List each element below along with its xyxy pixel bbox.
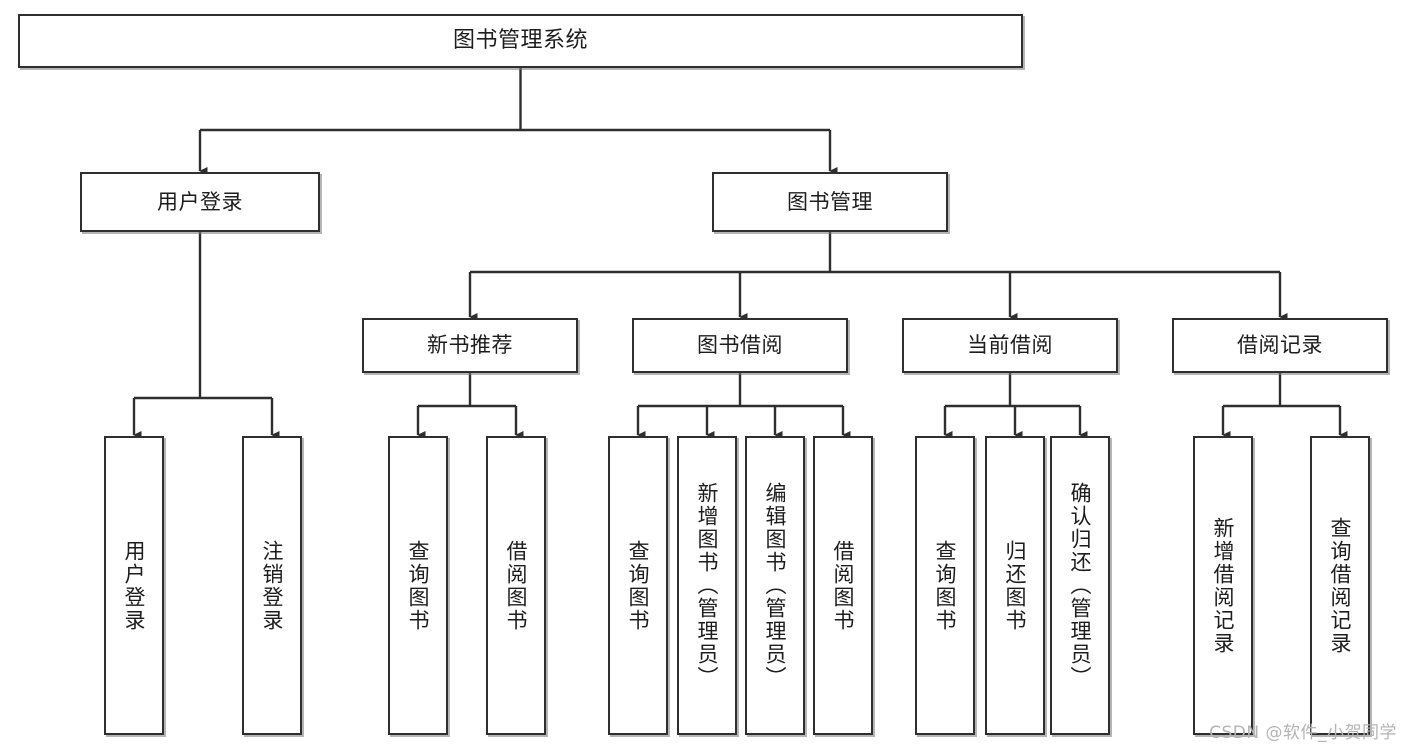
node-leaf-cur-query[interactable]: 查询图书 — [915, 436, 975, 735]
node-label: 图书管理系统 — [452, 28, 588, 54]
node-label: 图书借阅 — [697, 333, 783, 358]
watermark-text: CSDN @软件_小贺同学 — [1209, 723, 1397, 743]
node-label: 借阅图书 — [831, 539, 856, 632]
node-leaf-borrow-query[interactable]: 查询图书 — [608, 436, 668, 735]
node-user-login[interactable]: 用户登录 — [80, 172, 320, 232]
node-label: 确认归还（管理员） — [1068, 482, 1093, 689]
node-label: 当前借阅 — [967, 333, 1053, 358]
node-leaf-cur-return[interactable]: 归还图书 — [985, 436, 1045, 735]
node-label: 用户登录 — [157, 189, 243, 214]
node-book-borrow[interactable]: 图书借阅 — [632, 318, 848, 373]
node-borrow-record[interactable]: 借阅记录 — [1172, 318, 1388, 373]
node-label: 新增图书（管理员） — [695, 482, 720, 689]
node-leaf-rec-borrow[interactable]: 借阅图书 — [486, 436, 546, 735]
node-label: 借阅图书 — [504, 539, 529, 632]
node-leaf-user-logout[interactable]: 注销登录 — [242, 436, 302, 735]
node-label: 查询图书 — [406, 539, 431, 632]
node-current-borrow[interactable]: 当前借阅 — [902, 318, 1118, 373]
node-leaf-rec-add[interactable]: 新增借阅记录 — [1193, 436, 1253, 735]
node-label: 用户登录 — [122, 539, 147, 632]
node-root[interactable]: 图书管理系统 — [18, 14, 1023, 68]
node-label: 编辑图书（管理员） — [763, 482, 788, 689]
node-leaf-user-login[interactable]: 用户登录 — [104, 436, 164, 735]
node-leaf-cur-confirm[interactable]: 确认归还（管理员） — [1050, 436, 1110, 735]
node-leaf-borrow-add[interactable]: 新增图书（管理员） — [677, 436, 737, 735]
node-book-manage[interactable]: 图书管理 — [712, 172, 948, 232]
node-label: 归还图书 — [1003, 539, 1028, 632]
node-label: 新增借阅记录 — [1211, 516, 1236, 655]
node-leaf-borrow-lend[interactable]: 借阅图书 — [813, 436, 873, 735]
node-label: 新书推荐 — [427, 333, 513, 358]
node-label: 查询图书 — [933, 539, 958, 632]
node-new-book-rec[interactable]: 新书推荐 — [362, 318, 578, 373]
node-label: 借阅记录 — [1237, 333, 1323, 358]
node-leaf-rec-search[interactable]: 查询借阅记录 — [1310, 436, 1370, 735]
node-leaf-borrow-edit[interactable]: 编辑图书（管理员） — [745, 436, 805, 735]
node-leaf-rec-query[interactable]: 查询图书 — [388, 436, 448, 735]
node-label: 注销登录 — [260, 539, 285, 632]
node-label: 查询借阅记录 — [1328, 516, 1353, 655]
node-label: 图书管理 — [787, 189, 873, 214]
node-label: 查询图书 — [626, 539, 651, 632]
